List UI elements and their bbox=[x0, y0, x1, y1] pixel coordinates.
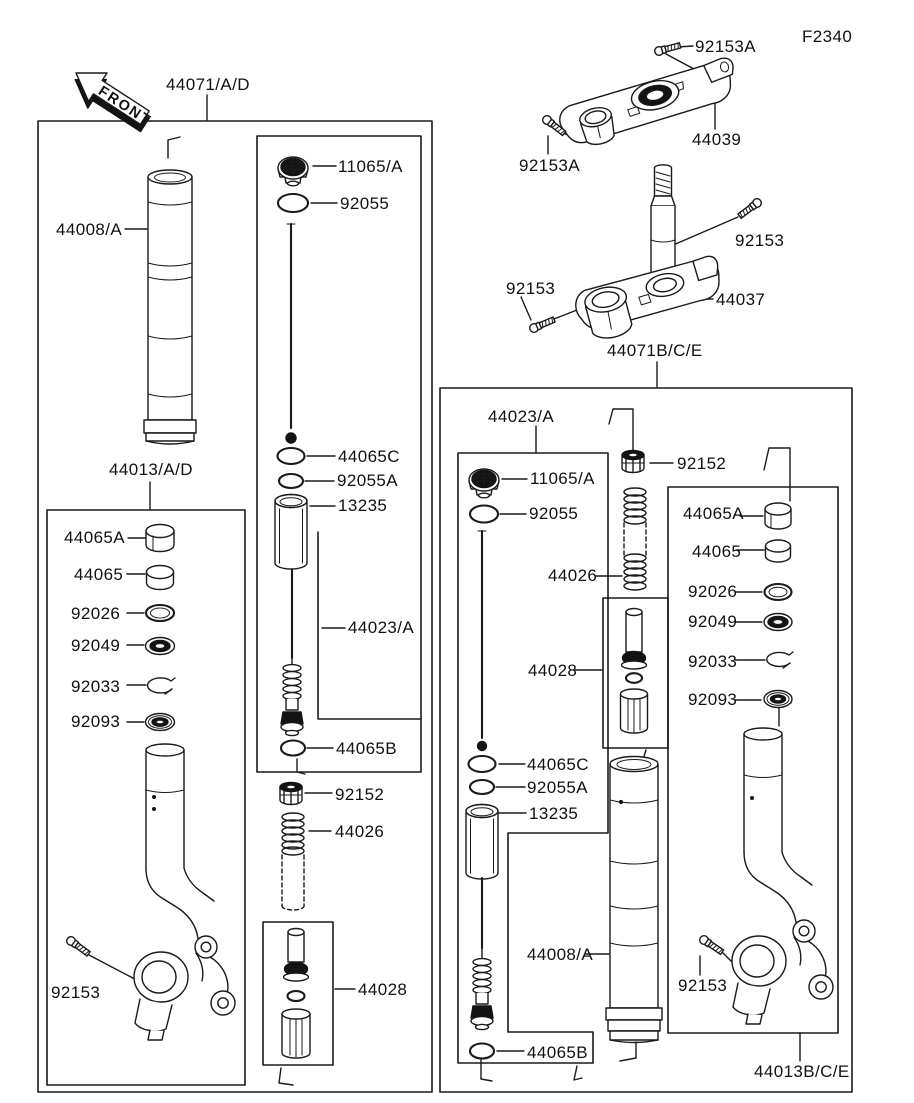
label-left-ring-b: 44065B bbox=[336, 739, 398, 758]
label-right-outer-tube: 44008/A bbox=[527, 945, 594, 964]
label-upper-clamp-bolt-left: 92153A bbox=[519, 156, 581, 175]
label-left-cylinder-unit: 44028 bbox=[358, 980, 408, 999]
bolt-92153-lower-left-drawing bbox=[527, 314, 557, 335]
right-axle-bracket-drawing bbox=[731, 851, 834, 1025]
label-right-washer: 92026 bbox=[688, 582, 738, 601]
label-lower-clamp-bolt-right: 92153 bbox=[735, 231, 785, 250]
left-bushing-a-drawing bbox=[145, 523, 175, 553]
right-spring-drawing bbox=[623, 487, 647, 591]
label-right-dust-seal: 92093 bbox=[688, 690, 738, 709]
label-left-bushing: 44065 bbox=[74, 565, 124, 584]
left-cap-oring-drawing bbox=[276, 192, 310, 214]
label-right-cylinder-unit: 44028 bbox=[528, 661, 578, 680]
left-damper-rod-drawing bbox=[285, 222, 297, 444]
label-left-outer-tube: 44008/A bbox=[56, 220, 123, 239]
right-cap-oring-drawing bbox=[468, 504, 500, 524]
right-oil-seal-drawing bbox=[763, 612, 793, 632]
label-left-assembly-group: 44071/A/D bbox=[166, 75, 250, 94]
label-right-cylinder: 13235 bbox=[529, 804, 579, 823]
right-bushing-drawing bbox=[764, 539, 792, 563]
label-left-locknut: 92152 bbox=[335, 785, 385, 804]
label-left-oring-a: 92055A bbox=[337, 471, 399, 490]
right-fork-cap-drawing bbox=[468, 468, 500, 499]
label-left-axle-bolt: 92153 bbox=[51, 983, 101, 1002]
left-cylinder-drawing bbox=[274, 493, 308, 570]
left-locknut-drawing bbox=[279, 781, 303, 806]
left-cylinder-unit-drawing bbox=[281, 927, 311, 1059]
label-left-bushing-a: 44065A bbox=[64, 528, 126, 547]
lower-triple-clamp-drawing bbox=[575, 255, 720, 339]
bolt-92153-axle-left-drawing bbox=[64, 934, 92, 958]
upper-triple-clamp-drawing bbox=[559, 57, 734, 146]
right-ring-b-drawing bbox=[468, 1042, 496, 1060]
label-right-cap-oring: 92055 bbox=[529, 504, 579, 523]
left-ring-b-drawing bbox=[279, 739, 307, 757]
bolt-92153-right-drawing bbox=[736, 196, 764, 221]
right-dust-seal-drawing bbox=[763, 689, 793, 709]
left-ring-c-drawing bbox=[276, 446, 306, 466]
label-page-code: F2340 bbox=[802, 27, 853, 46]
left-piston-rod-drawing bbox=[280, 568, 304, 737]
label-left-cylinder: 13235 bbox=[338, 496, 388, 515]
assembly-boxes bbox=[37, 120, 853, 1093]
label-left-fork-cap: 11065/A bbox=[338, 157, 403, 176]
label-left-lower-group: 44013/A/D bbox=[109, 460, 193, 479]
left-clip-drawing bbox=[146, 677, 176, 695]
label-right-assembly-group: 44071B/C/E bbox=[607, 341, 703, 360]
right-bushing-a-drawing bbox=[764, 502, 792, 530]
left-fork-cap-drawing bbox=[277, 156, 309, 187]
label-left-oil-seal: 92049 bbox=[71, 636, 121, 655]
right-washer-drawing bbox=[763, 582, 793, 602]
label-left-cap-oring: 92055 bbox=[340, 194, 390, 213]
label-left-dust-seal: 92093 bbox=[71, 712, 121, 731]
left-axle-bracket-drawing bbox=[133, 867, 236, 1041]
label-left-damper-group: 44023/A bbox=[348, 618, 415, 637]
label-right-oring-a: 92055A bbox=[527, 778, 589, 797]
label-right-damper-group: 44023/A bbox=[488, 407, 555, 426]
left-spring-drawing bbox=[281, 812, 305, 911]
left-washer-drawing bbox=[144, 603, 176, 623]
right-clip-drawing bbox=[766, 651, 794, 669]
left-inner-tube-drawing bbox=[145, 743, 185, 869]
left-outer-tube-drawing bbox=[143, 169, 197, 445]
label-right-bushing-a: 44065A bbox=[683, 504, 745, 523]
label-right-spring: 44026 bbox=[548, 566, 598, 585]
right-damper-rod-drawing bbox=[476, 529, 488, 752]
left-oring-a-drawing bbox=[277, 472, 305, 490]
label-left-clip: 92033 bbox=[71, 677, 121, 696]
left-bushing-drawing bbox=[145, 564, 175, 591]
label-right-clip: 92033 bbox=[688, 652, 738, 671]
right-piston-rod-drawing bbox=[470, 876, 494, 1031]
right-locknut-drawing bbox=[621, 449, 645, 474]
label-left-ring-c: 44065C bbox=[338, 447, 400, 466]
front-arrow: FRONT bbox=[74, 72, 154, 133]
label-upper-triple-clamp: 44039 bbox=[692, 130, 742, 149]
label-left-spring: 44026 bbox=[335, 822, 385, 841]
label-right-oil-seal: 92049 bbox=[688, 612, 738, 631]
right-cylinder-unit-drawing bbox=[619, 607, 649, 734]
label-right-ring-c: 44065C bbox=[527, 755, 589, 774]
right-inner-tube-drawing bbox=[743, 727, 783, 853]
label-left-washer: 92026 bbox=[71, 604, 121, 623]
label-lower-clamp-bolt-left: 92153 bbox=[506, 279, 556, 298]
label-right-fork-cap: 11065/A bbox=[530, 469, 595, 488]
label-right-lower-group: 44013B/C/E bbox=[754, 1062, 850, 1081]
label-lower-triple-clamp: 44037 bbox=[716, 290, 766, 309]
right-outer-tube-drawing bbox=[605, 755, 663, 1044]
label-right-locknut: 92152 bbox=[677, 454, 727, 473]
label-right-ring-b: 44065B bbox=[527, 1043, 589, 1062]
label-right-bushing: 44065 bbox=[692, 542, 742, 561]
left-dust-seal-drawing bbox=[144, 712, 176, 732]
label-upper-clamp-bolt-right: 92153A bbox=[695, 37, 757, 56]
left-oil-seal-drawing bbox=[144, 636, 176, 656]
label-right-axle-bolt: 92153 bbox=[678, 976, 728, 995]
right-cylinder-drawing bbox=[465, 803, 499, 880]
right-ring-c-drawing bbox=[467, 754, 497, 774]
bolt-92153-axle-right-drawing bbox=[697, 933, 726, 957]
right-oring-a-drawing bbox=[468, 778, 496, 796]
